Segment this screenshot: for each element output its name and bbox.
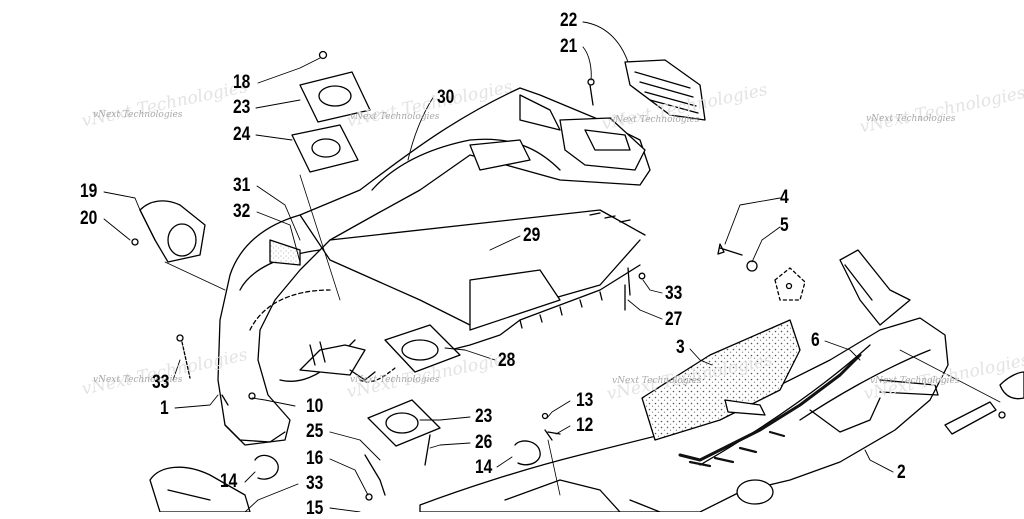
watermark-text: vNext Technologies xyxy=(866,114,956,124)
callout-label: 10 xyxy=(306,396,324,417)
callout-label: 33 xyxy=(152,372,170,393)
watermark-text: vNext Technologies xyxy=(610,115,700,125)
callout-label: 27 xyxy=(665,309,683,330)
callout-label: 14 xyxy=(220,471,238,492)
lower-left-fender xyxy=(149,466,251,513)
callout-label: 33 xyxy=(306,473,324,494)
callout-label: 20 xyxy=(80,208,98,229)
callout-label: 13 xyxy=(576,390,594,411)
callout-label: 3 xyxy=(676,337,685,358)
watermark-text: vNext Technologies xyxy=(93,110,183,120)
callout-label: 2 xyxy=(897,462,906,483)
callout-label: 32 xyxy=(233,201,251,222)
console-body-part xyxy=(217,87,651,446)
callout-label: 30 xyxy=(437,87,455,108)
callout-label: 23 xyxy=(233,97,251,118)
callout-label: 33 xyxy=(665,283,683,304)
callout-label: 22 xyxy=(560,10,578,31)
bottom-ring xyxy=(504,479,774,513)
watermark-text: vNext Technologies xyxy=(350,112,440,122)
callout-label: 28 xyxy=(498,350,516,371)
bolt-washer-4-5 xyxy=(717,243,806,301)
louver-vent-part xyxy=(587,59,706,121)
watermark-text: vNext Technologies xyxy=(612,376,702,386)
watermark-text: vNext Technologies xyxy=(350,375,440,385)
callout-label: 31 xyxy=(233,175,251,196)
callout-label: 25 xyxy=(306,421,324,442)
callout-label: 15 xyxy=(306,498,324,519)
callout-label: 21 xyxy=(560,36,578,57)
watermark-text: vNext Technologies xyxy=(870,376,960,386)
callout-label: 6 xyxy=(811,330,820,351)
callout-label: 29 xyxy=(523,225,541,246)
callout-label: 24 xyxy=(233,124,251,145)
grommet-plates xyxy=(349,324,461,447)
callout-label: 18 xyxy=(233,72,251,93)
callout-label: 5 xyxy=(780,215,789,236)
clamp-rings xyxy=(254,440,541,480)
callout-label: 4 xyxy=(780,187,789,208)
callout-label: 14 xyxy=(475,457,493,478)
callout-label: 12 xyxy=(576,415,594,436)
vent-duct-part xyxy=(131,200,226,291)
callout-label: 19 xyxy=(80,181,98,202)
callout-label: 26 xyxy=(475,432,493,453)
watermark-text: vNext Technologies xyxy=(93,375,183,385)
small-fasteners xyxy=(176,267,646,501)
callout-leader-lines xyxy=(103,21,894,513)
callout-label: 16 xyxy=(306,448,324,469)
callout-label: 1 xyxy=(160,398,169,419)
callout-label: 23 xyxy=(475,406,493,427)
lower-body-panel xyxy=(419,249,1001,513)
mounting-plates-top xyxy=(291,50,371,301)
trim-bracket-right xyxy=(944,371,1024,435)
